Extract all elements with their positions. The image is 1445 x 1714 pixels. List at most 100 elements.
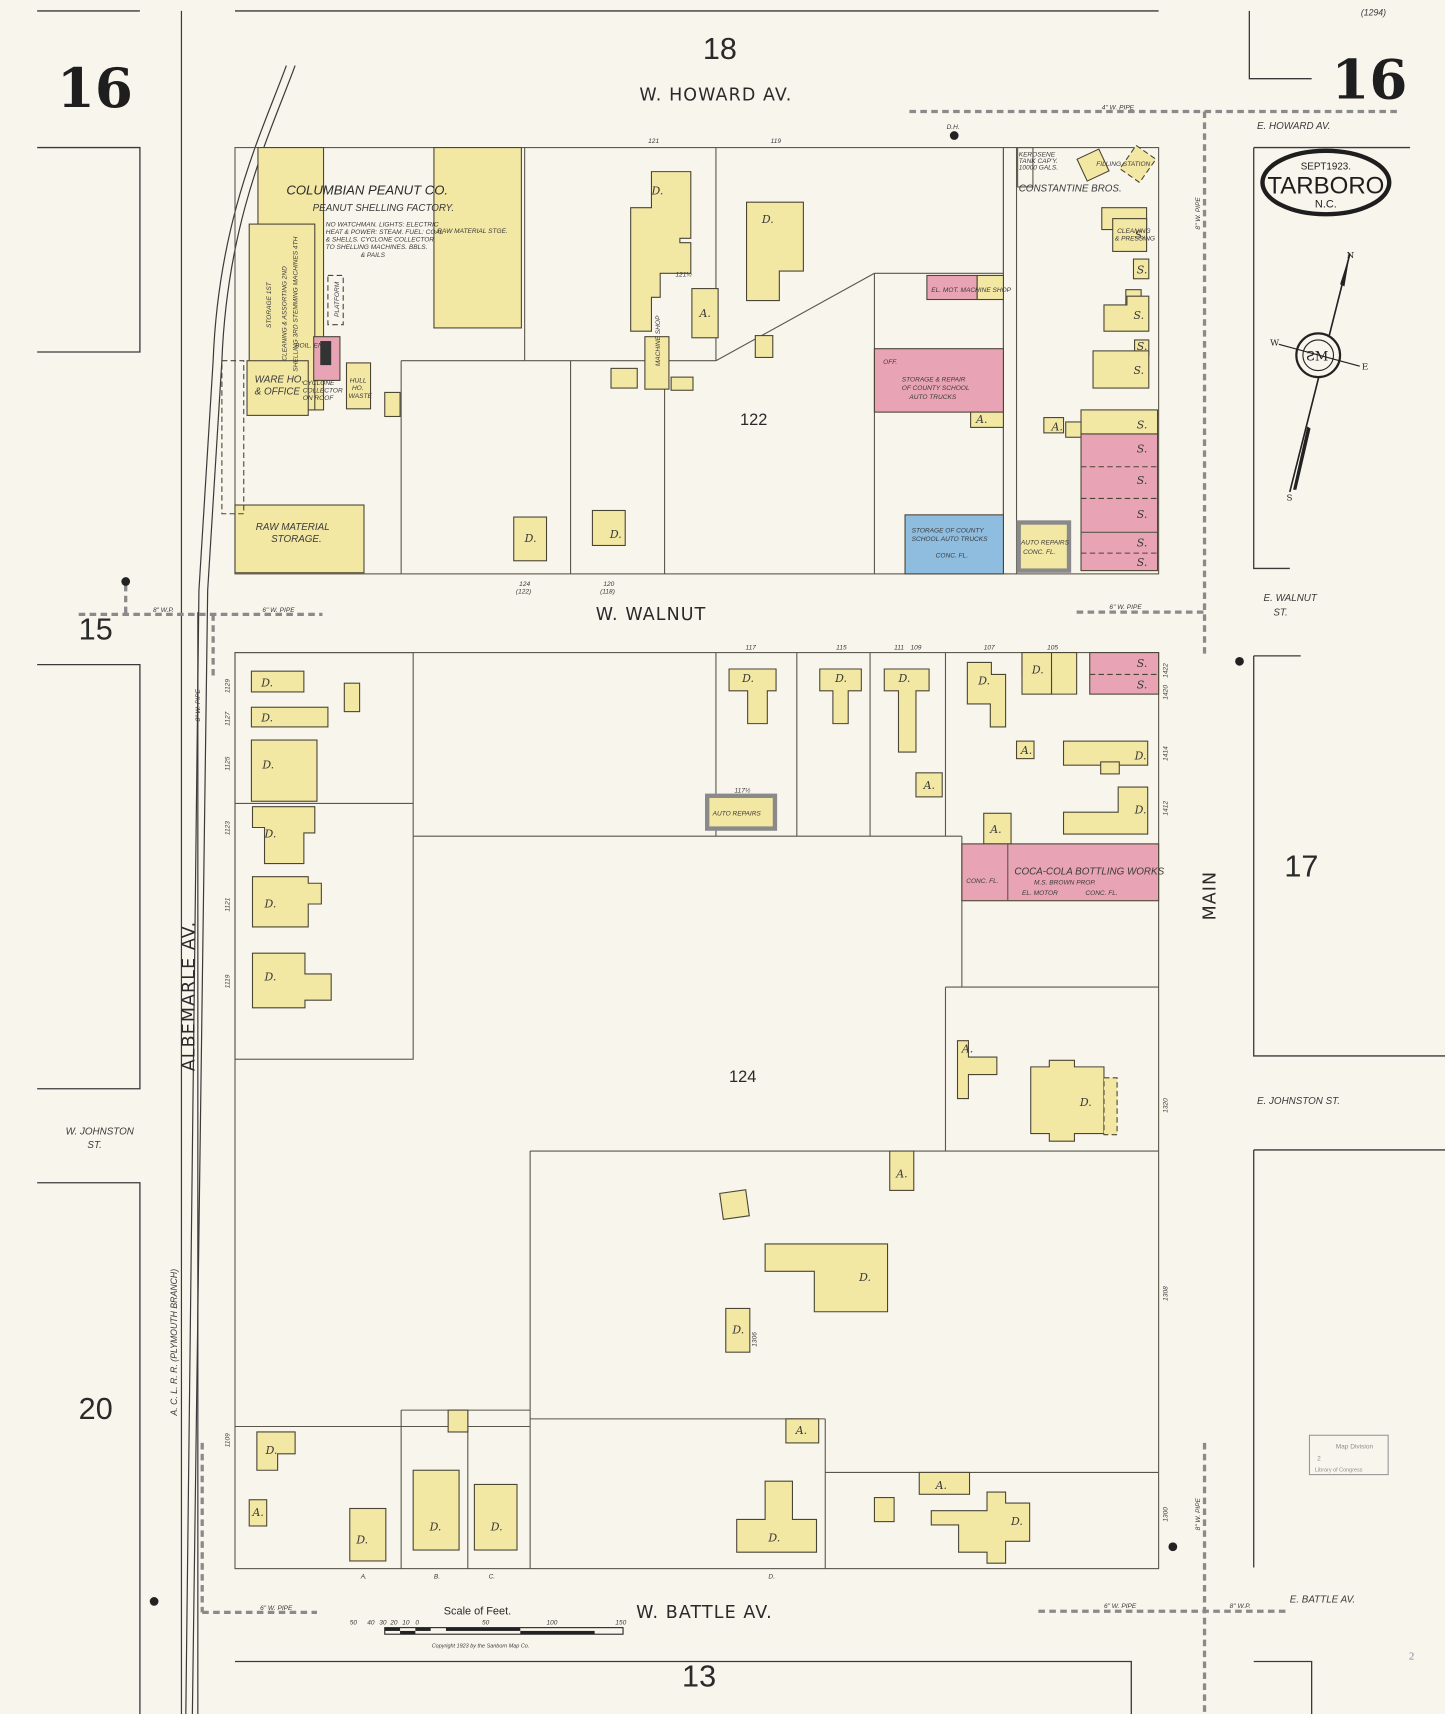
addr-1127: 1127 bbox=[225, 711, 232, 725]
storage-repair-3: AUTO TRUCKS bbox=[908, 394, 956, 401]
addr-1300: 1300 bbox=[1162, 1507, 1169, 1522]
dwelling-label: D. bbox=[261, 758, 274, 771]
title-cartouche: SEPT1923. TARBORO N.C. bbox=[1260, 148, 1392, 217]
auto-repairs: AUTO REPAIRS bbox=[1020, 539, 1070, 546]
store-label: S. bbox=[1137, 679, 1148, 692]
store-label: S. bbox=[1137, 443, 1148, 456]
addr-111: 111 bbox=[894, 644, 904, 651]
auto-label: A. bbox=[251, 1506, 263, 1519]
boiler-engine: BOIL. ENG. bbox=[295, 343, 330, 350]
dwelling-label: D. bbox=[1134, 750, 1147, 763]
dwelling-label: D. bbox=[731, 1324, 744, 1337]
columbian-note-2: HEAT & POWER: STEAM. FUEL: COAL bbox=[326, 229, 444, 236]
raw-material-storage-1: RAW MATERIAL bbox=[256, 522, 330, 533]
auto-label: A. bbox=[1051, 421, 1063, 434]
street-main: MAIN bbox=[1200, 871, 1220, 921]
compass-w: W bbox=[1270, 338, 1279, 348]
block-122-label: 122 bbox=[740, 411, 767, 429]
cyclone-1: CYCLONE bbox=[303, 380, 335, 387]
store-label: S. bbox=[1137, 418, 1148, 431]
south-block-buildings bbox=[248, 652, 1160, 1564]
dwelling-label: D. bbox=[264, 897, 277, 910]
store-label: S. bbox=[1137, 340, 1148, 353]
water-pipes bbox=[78, 109, 1400, 1714]
pipe-main-s: 8" W. PIPE bbox=[1195, 1497, 1202, 1530]
addr-1123: 1123 bbox=[225, 821, 232, 835]
auto-repairs-2: AUTO REPAIRS bbox=[712, 810, 762, 817]
store-label: S. bbox=[1133, 309, 1144, 322]
street-w-walnut: W. WALNUT bbox=[596, 605, 707, 625]
dwelling-label: D. bbox=[260, 711, 273, 724]
scale-tick: 10 bbox=[402, 1619, 410, 1626]
adjacent-block-outlines bbox=[37, 10, 1445, 1714]
addr-117: 117 bbox=[745, 644, 756, 651]
pipe-battle-e: 6" W. PIPE bbox=[1104, 1603, 1137, 1610]
auto-repairs-2-number: 117½ bbox=[735, 787, 751, 795]
dwelling-label: D. bbox=[429, 1520, 442, 1533]
ware-house-1: WARE HO. bbox=[255, 375, 305, 386]
compass-n: N bbox=[1347, 251, 1355, 261]
addr-121-half: 121½ bbox=[675, 271, 692, 279]
addr-1320: 1320 bbox=[1162, 1098, 1169, 1113]
auto-label: A. bbox=[895, 1167, 907, 1180]
addr-1420: 1420 bbox=[1162, 685, 1169, 700]
hull-3: WASTE bbox=[349, 393, 373, 400]
addr-1308: 1308 bbox=[1162, 1286, 1169, 1301]
sheet-number-left: 16 bbox=[57, 56, 133, 120]
lot-d: D. bbox=[768, 1573, 775, 1580]
constantine-bros: CONSTANTINE BROS. bbox=[1019, 183, 1122, 194]
dwelling-label: D. bbox=[1134, 803, 1147, 816]
platform: PLATFORM bbox=[334, 281, 341, 317]
dwelling-label: D. bbox=[741, 672, 754, 685]
columbian-note-3: & SHELLS. CYCLONE COLLECTOR bbox=[326, 237, 435, 244]
coca-cola-a-conc: CONC. FL. bbox=[966, 878, 999, 885]
dwelling-label: D. bbox=[524, 532, 537, 545]
scale-tick: 30 bbox=[379, 1619, 387, 1626]
scale-tick: 100 bbox=[547, 1619, 558, 1626]
pipe-battle-e2: 8" W.P. bbox=[1230, 1603, 1251, 1610]
dwelling-label: D. bbox=[834, 672, 847, 685]
adjacent-sheet-bottom-left: 20 bbox=[79, 1392, 113, 1426]
el-motor: EL. MOTOR bbox=[1022, 890, 1058, 897]
cleaning-pressing-1: CLEANING bbox=[1117, 228, 1150, 235]
copyright: Copyright 1923 by the Sanborn Map Co. bbox=[432, 1643, 530, 1649]
storage-repair-1: STORAGE & REPAIR bbox=[902, 376, 966, 383]
scale-tick: 20 bbox=[389, 1619, 398, 1626]
auto-label: A. bbox=[975, 413, 987, 426]
cyclone-2: COLLECTOR bbox=[303, 387, 343, 394]
el-mot-machine-shop: EL. MOT. MACHINE SHOP bbox=[931, 287, 1011, 294]
addr-109: 109 bbox=[911, 644, 922, 651]
addr-1414: 1414 bbox=[1162, 746, 1169, 761]
adjacent-sheet-right: 17 bbox=[1284, 850, 1318, 884]
city-name: TARBORO bbox=[1267, 172, 1384, 199]
hydrant-label: D.H. bbox=[947, 124, 960, 131]
dwelling-label: D. bbox=[1079, 1096, 1092, 1109]
street-e-walnut-st: ST. bbox=[1273, 607, 1287, 618]
coca-cola-2: M.S. BROWN PROP. bbox=[1034, 879, 1096, 886]
scale-title: Scale of Feet. bbox=[444, 1606, 511, 1618]
addr-1119: 1119 bbox=[225, 974, 232, 988]
hydrants bbox=[121, 131, 1244, 1606]
dwelling-label: D. bbox=[858, 1271, 871, 1284]
kerosene-2: TANK CAP'Y. bbox=[1019, 158, 1058, 165]
dwelling-label: D. bbox=[977, 674, 990, 687]
columbian-peanut-co bbox=[221, 147, 522, 574]
raw-material-stge: RAW MATERIAL STGE. bbox=[437, 228, 508, 235]
addr-1121: 1121 bbox=[225, 897, 232, 911]
machine-shop: MACHINE SHOP bbox=[655, 315, 662, 366]
dwelling-label: D. bbox=[264, 827, 277, 840]
addr-1129: 1129 bbox=[225, 679, 232, 693]
addr-121: 121 bbox=[648, 138, 659, 145]
pipe-walnut-e: 6" W. PIPE bbox=[1109, 604, 1142, 611]
coca-cola-1: COCA-COLA BOTTLING WORKS bbox=[1014, 866, 1164, 877]
addr-1125: 1125 bbox=[225, 756, 232, 770]
store-label: S. bbox=[1135, 228, 1146, 241]
columbian-note-4: TO SHELLING MACHINES. BBLS. bbox=[326, 244, 428, 251]
pipe-howard: 4" W. PIPE bbox=[1102, 104, 1135, 111]
addr-105: 105 bbox=[1047, 644, 1058, 651]
kerosene-1: KEROSENE bbox=[1019, 151, 1056, 158]
street-e-johnston: E. JOHNSTON ST. bbox=[1257, 1096, 1340, 1107]
auto-label: A. bbox=[923, 779, 935, 792]
stamp-line-1: Map Division bbox=[1336, 1443, 1374, 1450]
